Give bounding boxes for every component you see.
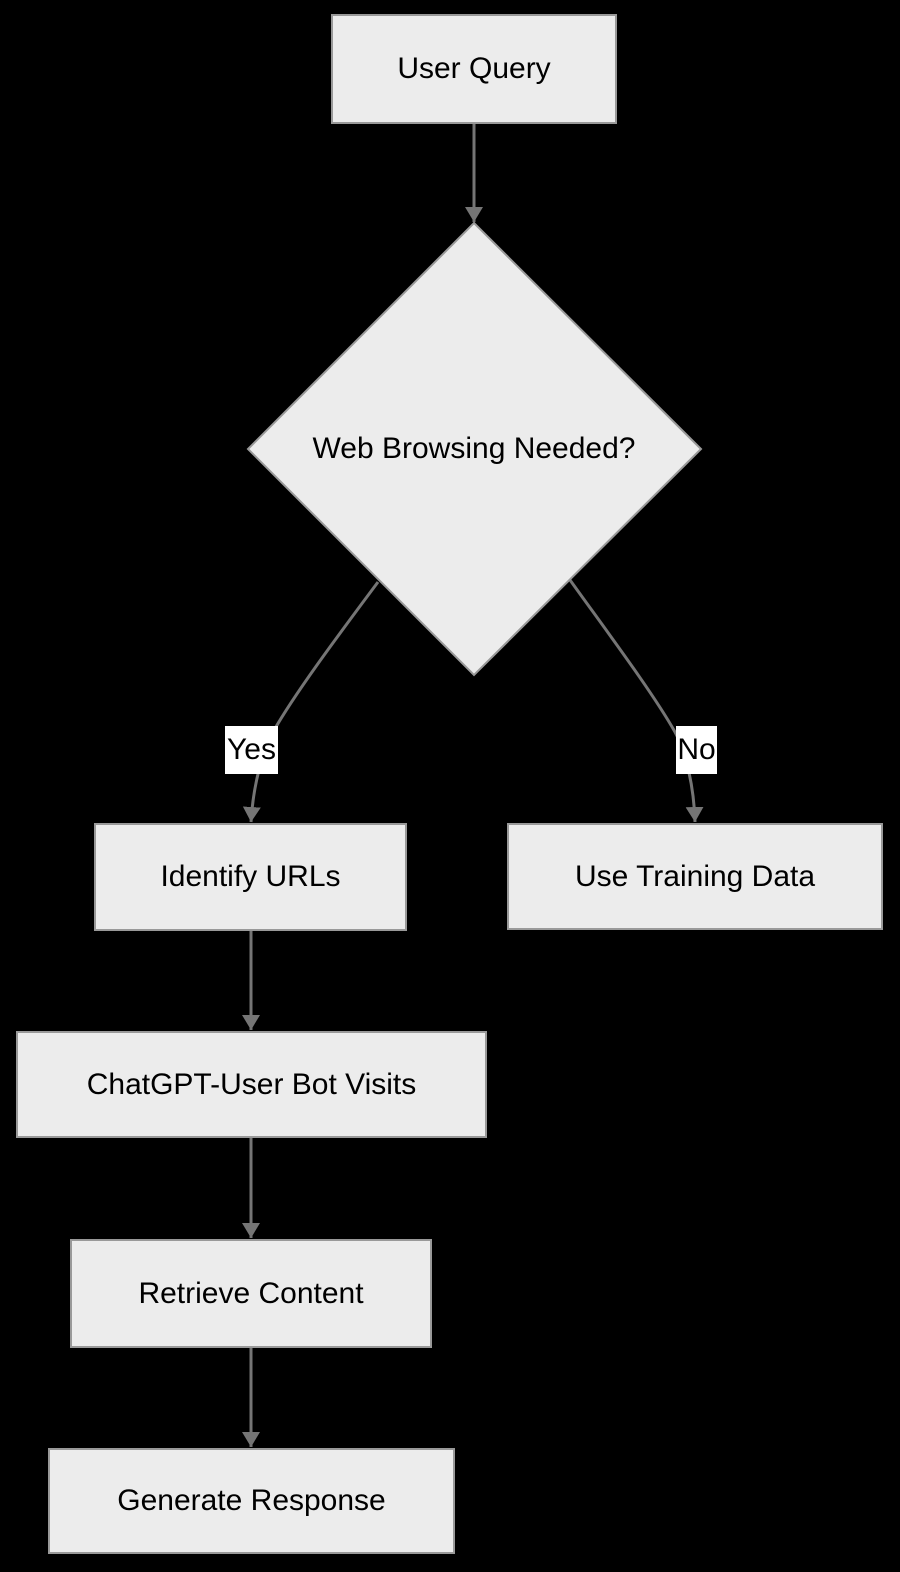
node-identify-urls: Identify URLs (94, 823, 407, 931)
edge-label-no-text: No (677, 733, 716, 766)
node-use-training-data-label: Use Training Data (574, 859, 816, 893)
edge-decision-to-use-training-data (568, 579, 704, 823)
node-decision-label: Web Browsing Needed? (312, 432, 636, 465)
node-generate-response: Generate Response (48, 1448, 455, 1554)
node-use-training-data: Use Training Data (507, 823, 883, 930)
edge-decision-to-identify-urls (242, 581, 380, 823)
edge-label-yes: Yes (225, 726, 278, 774)
decision-diamond (246, 221, 703, 677)
node-retrieve-content: Retrieve Content (70, 1239, 432, 1348)
node-retrieve-content-label: Retrieve Content (138, 1276, 364, 1310)
edge-label-yes-text: Yes (227, 733, 276, 766)
node-bot-visits-label: ChatGPT-User Bot Visits (86, 1067, 417, 1101)
node-generate-response-label: Generate Response (117, 1484, 386, 1517)
edge-label-no: No (676, 726, 717, 774)
node-user-query: User Query (331, 14, 617, 124)
node-bot-visits: ChatGPT-User Bot Visits (16, 1031, 487, 1138)
node-user-query-label: User Query (397, 52, 551, 85)
node-identify-urls-label: Identify URLs (160, 860, 341, 893)
